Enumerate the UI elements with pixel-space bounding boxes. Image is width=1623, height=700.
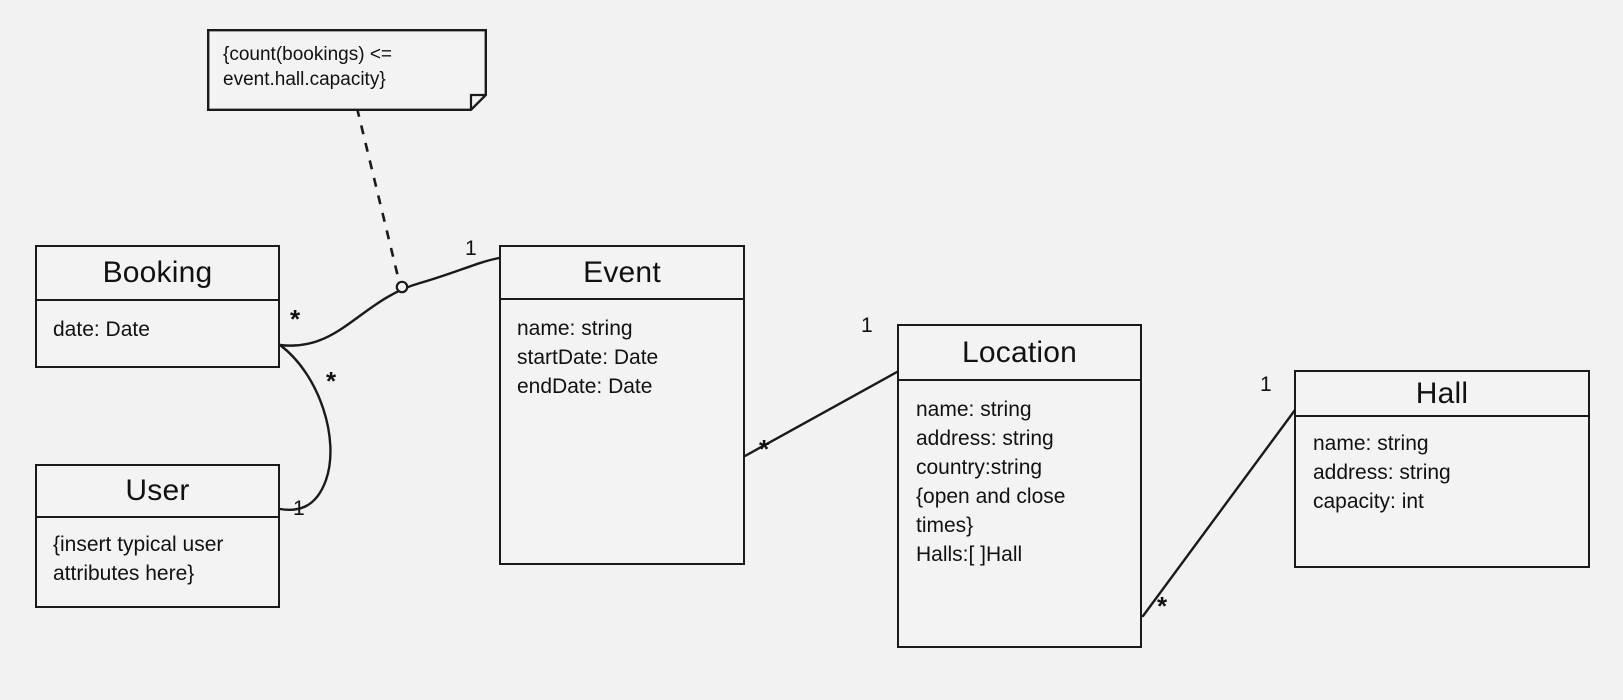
multiplicity-booking-user-star: * (326, 366, 337, 396)
class-attributes-hall: name: string address: string capacity: i… (1296, 417, 1588, 566)
note-anchor-dashed-line (355, 107, 401, 282)
association-booking-user (278, 343, 332, 511)
note-text: {count(bookings) <= event.hall.capacity} (223, 42, 473, 92)
attribute-row: name: string (1313, 432, 1429, 455)
class-name-hall: Hall (1415, 376, 1469, 410)
association-booking-event (278, 256, 501, 347)
attribute-row: attributes here} (53, 562, 195, 585)
capacity-constraint-note: {count(bookings) <= event.hall.capacity} (207, 29, 487, 111)
class-box-user[interactable]: User {insert typical user attributes her… (35, 464, 280, 608)
note-text-line-1: {count(bookings) <= (223, 44, 393, 65)
attribute-row: {open and close (916, 485, 1066, 508)
class-header-booking: Booking (37, 247, 278, 301)
multiplicity-user-end-one: 1 (293, 497, 305, 520)
multiplicity-location-hall-star: * (1157, 591, 1168, 621)
class-header-location: Location (899, 326, 1140, 381)
attribute-row: country:string (916, 456, 1043, 479)
attribute-row: address: string (1313, 461, 1451, 484)
multiplicity-event-end-one: 1 (465, 237, 477, 260)
attribute-row: {insert typical user (53, 533, 224, 556)
class-box-hall[interactable]: Hall name: string address: string capaci… (1294, 370, 1590, 568)
class-header-user: User (37, 466, 278, 518)
multiplicity-booking-event-star: * (290, 304, 301, 334)
attribute-row: name: string (916, 398, 1032, 421)
attribute-row: address: string (916, 427, 1054, 450)
multiplicity-event-location-star: * (759, 434, 770, 464)
attribute-row: times} (916, 514, 974, 537)
note-anchor-circle-icon (395, 280, 409, 294)
class-name-location: Location (961, 335, 1078, 369)
attribute-row: date: Date (53, 318, 150, 341)
note-shape (207, 29, 487, 111)
attribute-row: capacity: int (1313, 490, 1424, 513)
attribute-row: endDate: Date (517, 375, 653, 398)
class-box-booking[interactable]: Booking date: Date (35, 245, 280, 368)
class-box-location[interactable]: Location name: string address: string co… (897, 324, 1142, 648)
note-text-line-2: event.hall.capacity} (223, 69, 386, 90)
class-box-event[interactable]: Event name: string startDate: Date endDa… (499, 245, 745, 565)
class-header-hall: Hall (1296, 372, 1588, 417)
association-location-hall (1141, 408, 1297, 618)
class-attributes-booking: date: Date (37, 301, 278, 366)
class-attributes-event: name: string startDate: Date endDate: Da… (501, 300, 743, 563)
attribute-row: name: string (517, 317, 633, 340)
class-name-booking: Booking (102, 256, 213, 289)
multiplicity-location-end-one: 1 (861, 314, 873, 337)
class-header-event: Event (501, 247, 743, 300)
multiplicity-hall-end-one: 1 (1260, 373, 1272, 396)
attribute-row: startDate: Date (517, 346, 659, 369)
class-name-user: User (125, 474, 190, 507)
class-attributes-location: name: string address: string country:str… (899, 381, 1140, 646)
class-attributes-user: {insert typical user attributes here} (37, 518, 278, 606)
class-name-event: Event (583, 255, 661, 289)
attribute-row: Halls:[ ]Hall (916, 543, 1023, 566)
